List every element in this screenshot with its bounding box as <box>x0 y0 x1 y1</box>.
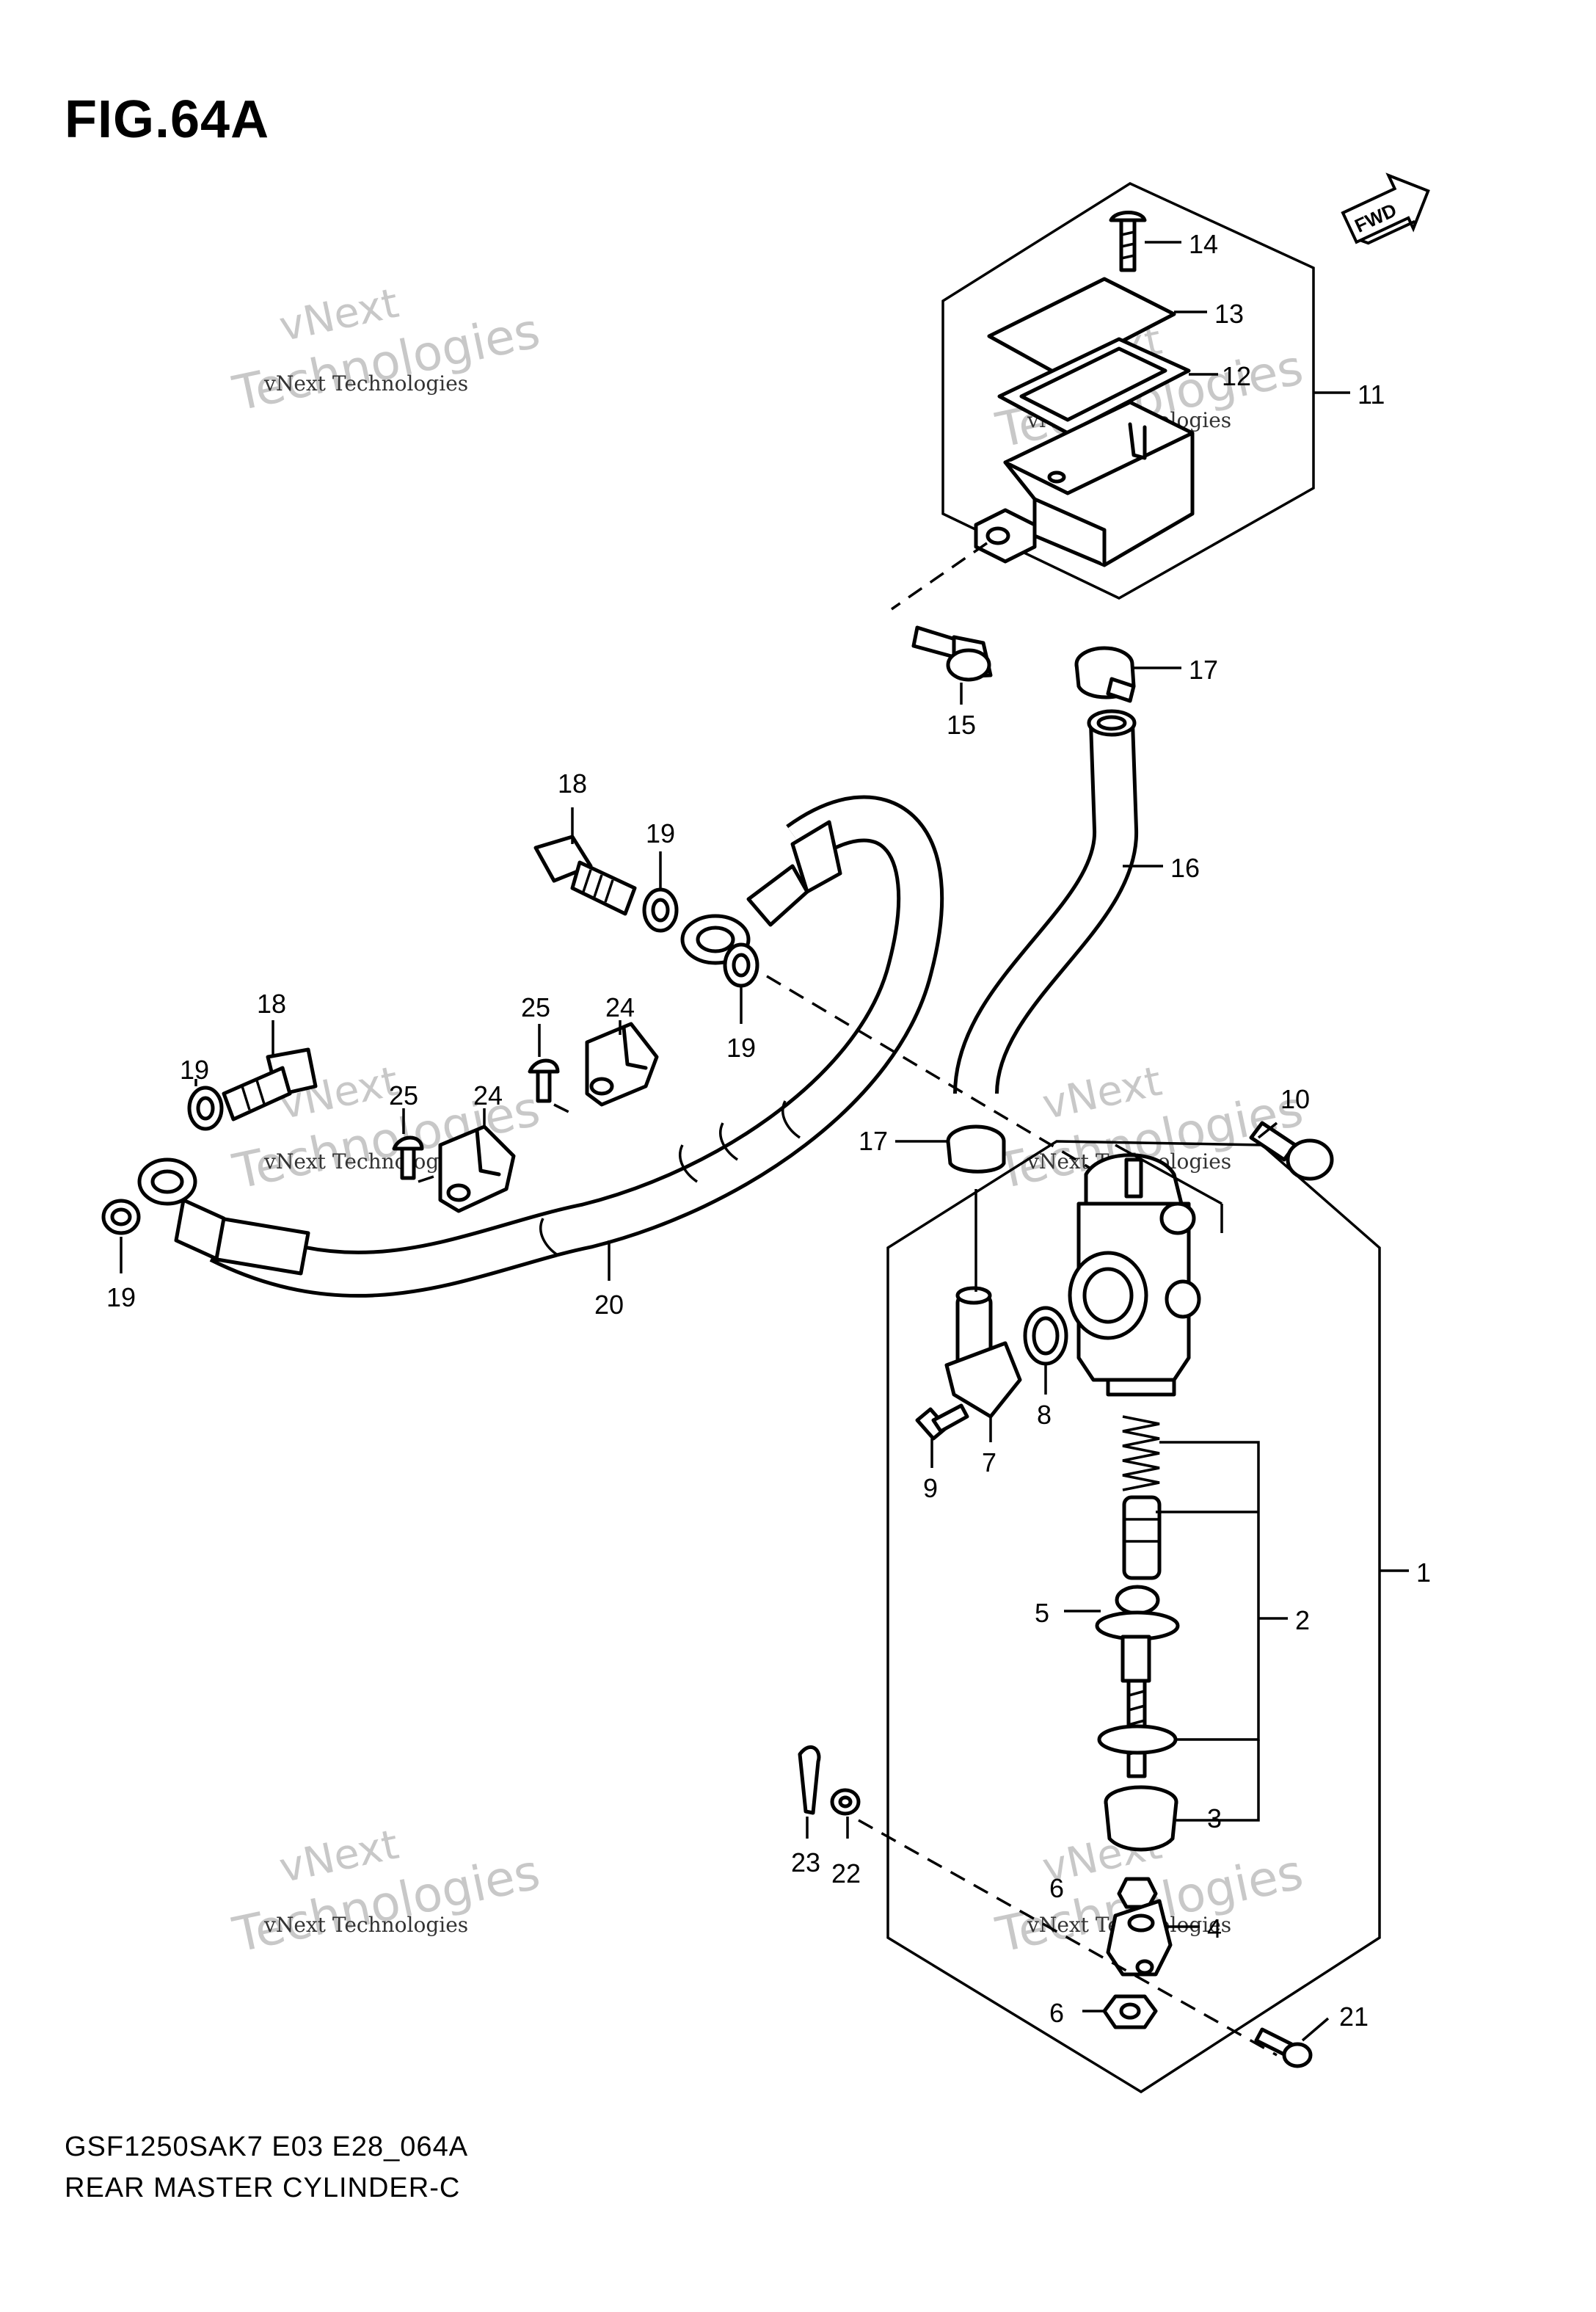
reservoir-mounting-bolt <box>911 625 993 682</box>
callout-numbers: 14 13 12 11 17 15 16 18 19 19 18 19 19 2… <box>106 229 1431 2032</box>
callout-6-lower: 6 <box>1049 1998 1064 2028</box>
leader-dashed <box>891 542 988 611</box>
piston <box>1122 1495 1162 1580</box>
hose-clamp-top <box>1074 646 1136 703</box>
hose-clamp-bracket-left <box>438 1124 516 1213</box>
reservoir-plate <box>987 277 1176 377</box>
reservoir-diaphragm <box>997 337 1191 435</box>
callout-24-b: 24 <box>473 1080 503 1110</box>
callout-19-d: 19 <box>106 1282 136 1312</box>
callout-12: 12 <box>1222 361 1251 391</box>
callout-14: 14 <box>1189 229 1218 259</box>
watermark-bottom-left: vNext Technologies vNext Technologies <box>227 1821 544 1964</box>
reservoir-hose-inner <box>957 722 1134 1095</box>
leader-dashed <box>553 1103 577 1117</box>
callout-9: 9 <box>923 1473 938 1503</box>
callout-18-lower: 18 <box>257 989 286 1019</box>
callout-22: 22 <box>831 1858 861 1889</box>
callout-17-lower: 17 <box>859 1126 888 1156</box>
callout-6-upper: 6 <box>1049 1873 1064 1903</box>
callout-1: 1 <box>1416 1557 1431 1588</box>
leader-lines <box>120 241 1409 2042</box>
callout-2: 2 <box>1295 1605 1310 1635</box>
callout-17-top: 17 <box>1189 655 1218 685</box>
callout-20: 20 <box>594 1290 624 1320</box>
callout-8: 8 <box>1037 1400 1052 1430</box>
master-cylinder-assembly-outline <box>886 1140 1381 2094</box>
hose-clamp-lower <box>946 1124 1006 1174</box>
callout-25-b: 25 <box>389 1080 418 1110</box>
callout-13: 13 <box>1214 299 1244 329</box>
leader-dashed <box>858 1819 1278 2057</box>
callout-10: 10 <box>1280 1084 1310 1114</box>
master-cylinder-body <box>1068 1153 1201 1397</box>
callout-7: 7 <box>982 1447 996 1477</box>
callout-4: 4 <box>1207 1913 1222 1944</box>
banjo-bolt-lower <box>222 1047 318 1122</box>
figure-title: FIG.64A <box>65 90 270 149</box>
callout-15: 15 <box>947 710 976 740</box>
dust-boot <box>1104 1785 1178 1852</box>
svg-text:vNext Technologies: vNext Technologies <box>263 1149 468 1174</box>
callout-21: 21 <box>1339 2002 1369 2032</box>
hose-joint <box>944 1286 1022 1419</box>
brake-hose <box>211 799 941 1294</box>
callout-11: 11 <box>1358 379 1385 410</box>
reservoir-mount-bolt-10 <box>1249 1121 1334 1181</box>
reservoir-assembly-outline <box>941 182 1315 600</box>
fwd-arrow-icon: FWD <box>1341 172 1430 245</box>
callout-19-a: 19 <box>646 818 675 848</box>
callout-5: 5 <box>1035 1598 1049 1628</box>
model-code-label: GSF1250SAK7 E03 E28_064A <box>65 2131 469 2162</box>
piston-spring <box>1122 1415 1160 1491</box>
clamp-screw-left <box>392 1135 424 1180</box>
callout-25-a: 25 <box>521 992 550 1022</box>
callout-19-b: 19 <box>726 1033 756 1063</box>
hose-clamp-bracket-right <box>585 1022 659 1107</box>
callout-3: 3 <box>1207 1803 1222 1833</box>
svg-text:vNext Technologies: vNext Technologies <box>263 371 468 396</box>
reservoir-body <box>974 400 1195 567</box>
lower-banjo-fitting <box>137 1157 310 1276</box>
watermark-top-left: vNext Technologies vNext Technologies <box>227 280 544 423</box>
callout-23: 23 <box>791 1847 820 1877</box>
cotter-pin <box>798 1745 821 1815</box>
upper-banjo-fitting <box>680 820 842 965</box>
callout-19-c: 19 <box>180 1055 209 1085</box>
banjo-bolt-upper <box>533 835 637 916</box>
callout-18-upper: 18 <box>558 768 587 799</box>
callout-16: 16 <box>1170 853 1200 883</box>
leader-dashed <box>766 975 1101 1176</box>
diagram-name-label: REAR MASTER CYLINDER-C <box>65 2173 461 2203</box>
callout-24-a: 24 <box>605 992 635 1022</box>
clamp-screw-right <box>528 1058 560 1103</box>
clevis <box>1106 1899 1173 1977</box>
reservoir-cap-screw <box>1109 211 1147 272</box>
joint-screw <box>915 1403 969 1441</box>
circlip <box>1097 1724 1178 1755</box>
clevis-pin <box>1254 2027 1313 2068</box>
svg-text:vNext Technologies: vNext Technologies <box>263 1913 468 1937</box>
leader-dashed <box>418 1173 441 1183</box>
